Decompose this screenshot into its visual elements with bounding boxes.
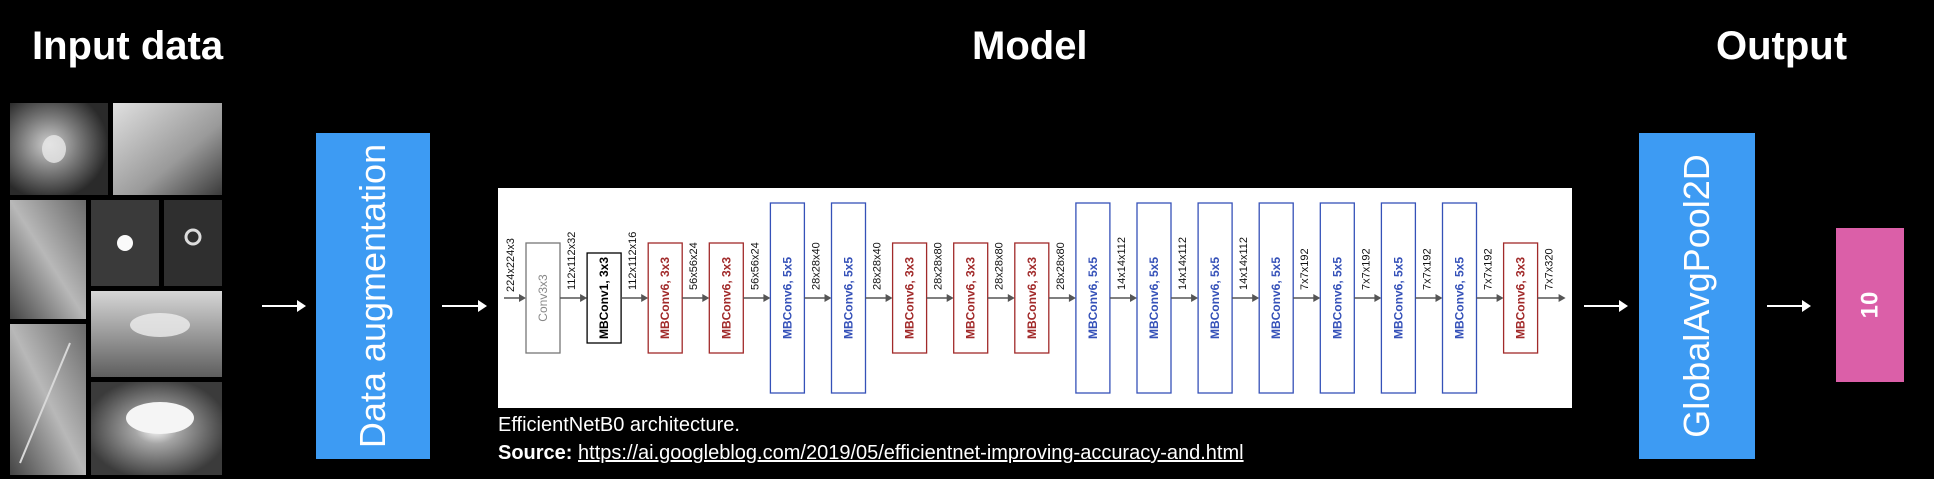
arrow-to-output: [1767, 300, 1811, 312]
layer-block: [586, 252, 622, 344]
flow-arrowhead: [1130, 294, 1137, 302]
output-heading: Output: [1716, 24, 1848, 68]
output-block: 10: [1836, 228, 1904, 382]
shape-label: 14x14x112: [1177, 237, 1189, 290]
layer-label: MBConv6, 5x5: [1391, 257, 1405, 339]
layer-label: MBConv6, 3x3: [1514, 257, 1528, 339]
shape-label: 112x112x32: [566, 232, 578, 290]
flow-arrowhead: [946, 294, 954, 302]
layer-label: MBConv6, 5x5: [1086, 257, 1100, 339]
layer-label: MBConv6, 5x5: [1330, 257, 1344, 339]
shape-label: 56x56x24: [749, 242, 761, 290]
flow-arrowhead: [763, 294, 771, 302]
flow-arrowhead: [1068, 294, 1076, 302]
flow-arrowhead: [519, 294, 526, 302]
layer-block: [1136, 202, 1172, 394]
source-label: Source:: [498, 442, 573, 464]
architecture-caption: EfficientNetB0 architecture.: [498, 414, 740, 436]
shape-label: 28x28x40: [810, 242, 822, 290]
layer-block: [1441, 202, 1478, 394]
layer-label: MBConv6, 5x5: [1208, 257, 1222, 339]
layer-block: [891, 242, 928, 354]
data-augmentation-block: Data augmentation: [316, 133, 430, 459]
shape-label: 28x28x80: [1055, 242, 1067, 290]
layer-label: MBConv6, 5x5: [1269, 257, 1283, 339]
flow-arrowhead: [1435, 294, 1443, 302]
arrow-to-augmentation: [262, 300, 306, 312]
flow-arrowhead: [1496, 294, 1504, 302]
layer-block: [1502, 242, 1539, 354]
layer-block: [1197, 202, 1233, 394]
data-augmentation-label: Data augmentation: [352, 143, 393, 449]
flow-arrowhead: [824, 294, 832, 302]
input-data-heading: Input data: [32, 24, 224, 68]
flow-arrowhead: [1374, 294, 1382, 302]
layer-block: [708, 242, 744, 354]
layer-block: [953, 242, 989, 354]
flow-arrowhead: [1313, 294, 1321, 302]
source-link[interactable]: https://ai.googleblog.com/2019/05/effici…: [578, 442, 1244, 464]
layer-label: MBConv6, 3x3: [964, 257, 978, 339]
shape-label: 7x7x192: [1483, 248, 1495, 290]
layer-label: MBConv6, 3x3: [719, 257, 733, 339]
layer-label: MBConv1, 3x3: [597, 257, 611, 339]
arrow-to-pooling: [1584, 300, 1628, 312]
global-avg-pool-label: GlobalAvgPool2D: [1676, 154, 1717, 438]
layer-block: [1075, 202, 1111, 394]
input-shape-label: 224x224x3: [505, 238, 517, 292]
shape-label: 28x28x80: [994, 242, 1006, 290]
shape-label: 56x56x24: [688, 242, 700, 290]
flow-arrowhead: [580, 294, 588, 302]
model-heading: Model: [972, 24, 1088, 68]
flow-arrowhead: [641, 294, 649, 302]
shape-label: 28x28x80: [933, 242, 945, 290]
shape-label: 7x7x320: [1544, 248, 1556, 290]
layer-label: Conv3x3: [536, 274, 550, 322]
shape-label: 7x7x192: [1360, 248, 1372, 290]
flow-arrowhead: [885, 294, 893, 302]
layer-label: MBConv6, 5x5: [842, 257, 856, 339]
shape-label: 7x7x192: [1421, 248, 1433, 290]
shape-label: 7x7x192: [1299, 248, 1311, 290]
layer-block: [1014, 242, 1050, 354]
layer-block: [769, 202, 806, 394]
layer-label: MBConv6, 3x3: [903, 257, 917, 339]
global-avg-pool-block: GlobalAvgPool2D: [1639, 133, 1755, 459]
output-label: 10: [1855, 291, 1883, 319]
flow-arrowhead: [1252, 294, 1260, 302]
layer-label: MBConv6, 5x5: [1147, 257, 1161, 339]
layer-label: MBConv6, 5x5: [780, 257, 794, 339]
flow-arrowhead: [1007, 294, 1015, 302]
layer-label: MBConv6, 5x5: [1453, 257, 1467, 339]
source-caption: Source: https://ai.googleblog.com/2019/0…: [498, 442, 1244, 465]
arrow-to-model: [442, 300, 487, 312]
layer-block: [1380, 202, 1417, 394]
shape-label: 14x14x112: [1116, 237, 1128, 290]
shape-label: 28x28x40: [872, 242, 884, 290]
mammogram-samples-image: [10, 103, 222, 475]
flow-arrowhead: [702, 294, 710, 302]
layer-block: [830, 202, 867, 394]
flow-arrowhead: [1558, 294, 1566, 302]
flow-arrowhead: [1191, 294, 1199, 302]
shape-label: 112x112x16: [627, 232, 639, 290]
layer-label: MBConv6, 3x3: [1025, 257, 1039, 339]
shape-label: 14x14x112: [1238, 237, 1250, 290]
layer-block: [1258, 202, 1294, 394]
layer-block: [1319, 202, 1355, 394]
layer-label: MBConv6, 3x3: [658, 257, 672, 339]
